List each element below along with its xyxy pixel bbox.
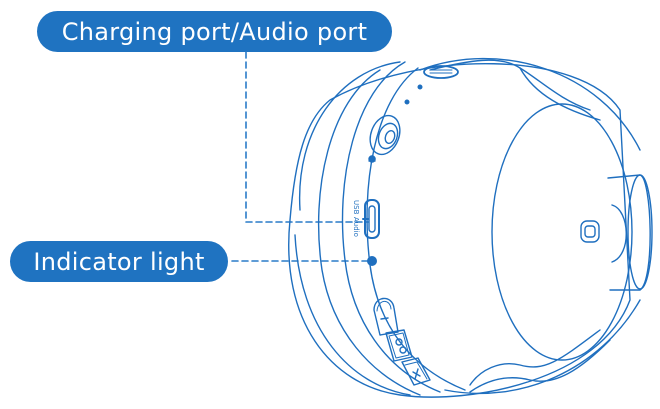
- top-switch: [423, 65, 459, 79]
- hinge-mount: [607, 174, 653, 291]
- ear-cushion: [288, 61, 631, 398]
- earcup-shell: [317, 57, 641, 396]
- port-text-audio: Audio: [352, 217, 360, 237]
- minus-button[interactable]: [373, 297, 399, 336]
- leader-line-charging: [245, 51, 369, 223]
- mic-hole-icon-2: [404, 99, 410, 105]
- usb-audio-port[interactable]: [362, 199, 380, 239]
- port-text-usb: USB: [352, 200, 360, 215]
- indicator-light-dot: [367, 256, 377, 266]
- charging-port-label-text: Charging port/Audio port: [61, 17, 368, 46]
- indicator-light-label-text: Indicator light: [33, 247, 205, 276]
- mic-hole-icon: [417, 84, 423, 90]
- round-button[interactable]: [365, 111, 405, 158]
- earcup-plate: [491, 103, 633, 361]
- bottom-flap: [469, 329, 611, 393]
- microphone-icon: [368, 155, 376, 163]
- indicator-light-label: Indicator light: [10, 241, 228, 282]
- top-flap: [429, 59, 601, 121]
- plate-slot-icon: [580, 220, 600, 243]
- charging-port-label: Charging port/Audio port: [37, 11, 392, 52]
- play-pause-button[interactable]: [385, 329, 413, 362]
- plus-button[interactable]: [401, 357, 431, 386]
